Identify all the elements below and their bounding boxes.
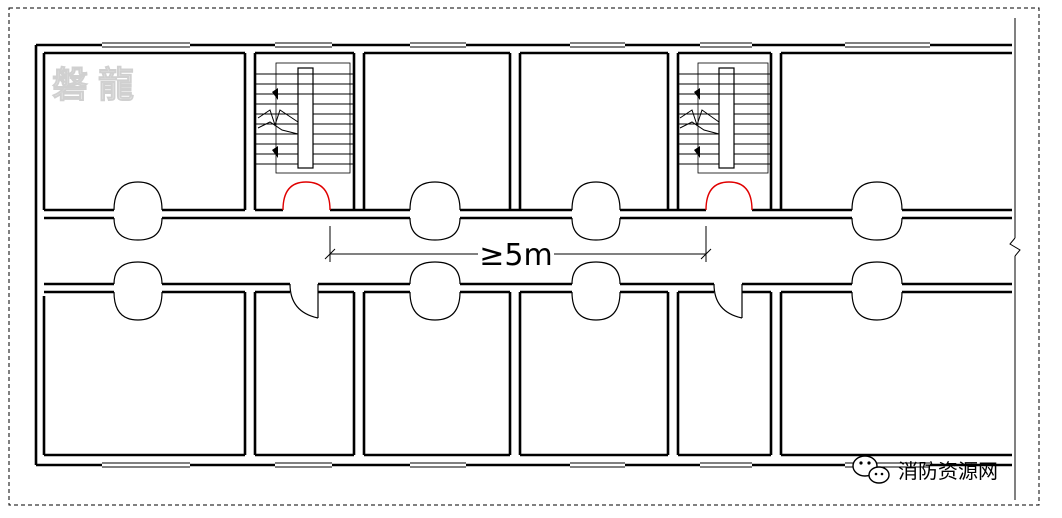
dimension-label: ≥5m bbox=[479, 238, 552, 273]
watermark: 消防资源网 bbox=[852, 455, 998, 484]
break-line bbox=[1009, 18, 1021, 500]
bottom-room-row bbox=[36, 282, 1012, 468]
top-room-row bbox=[34, 42, 1012, 465]
bottom-windows bbox=[102, 462, 930, 468]
corridor-dimension: ≥5m bbox=[324, 226, 712, 273]
top-doors bbox=[113, 181, 903, 241]
bottom-doors bbox=[113, 261, 903, 321]
stairwell-right bbox=[678, 62, 771, 174]
evacuation-doors-red bbox=[282, 181, 753, 211]
stairwell-left bbox=[255, 62, 354, 174]
wechat-icon bbox=[852, 455, 890, 484]
watermark-text: 消防资源网 bbox=[898, 459, 998, 483]
drawing-frame bbox=[8, 7, 1040, 506]
top-windows bbox=[102, 42, 930, 48]
logo-text: 磐龍 bbox=[52, 65, 144, 106]
